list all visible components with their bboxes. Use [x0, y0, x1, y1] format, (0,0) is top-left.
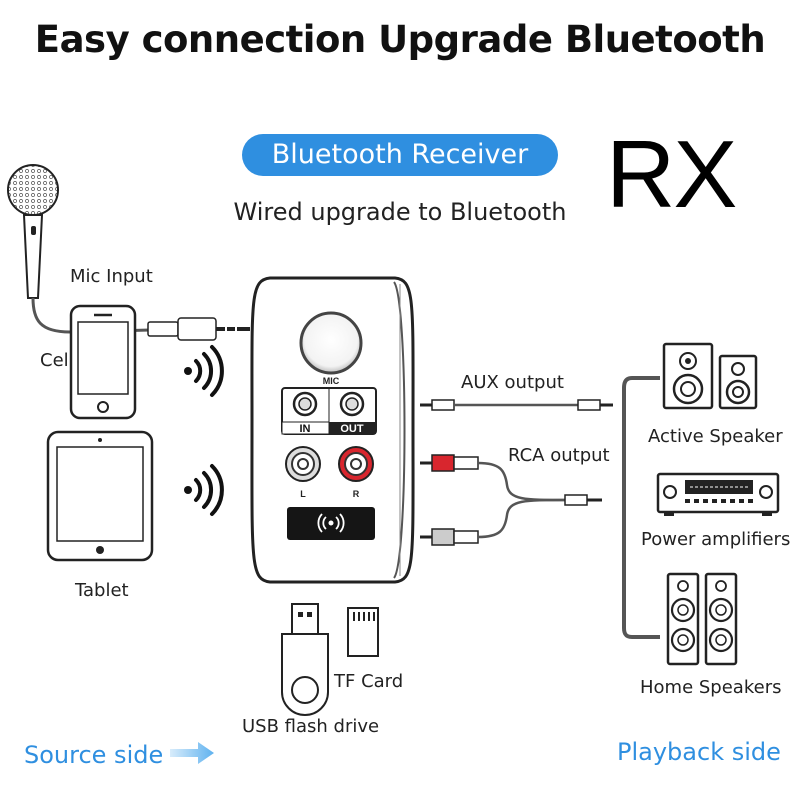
tablet-icon	[46, 430, 154, 562]
rca-jack-panel: L R	[285, 446, 374, 499]
home-speakers-label: Home Speakers	[640, 677, 782, 698]
power-amplifier-icon	[656, 472, 780, 516]
right-channel-label: R	[353, 489, 360, 499]
usb-flash-drive-label: USB flash drive	[242, 716, 380, 737]
out-jack-label: OUT	[340, 423, 364, 435]
aux-cable-icon	[420, 399, 613, 411]
mic-input-label: Mic Input	[70, 266, 153, 287]
mic-knob-label: MIC	[323, 376, 340, 386]
mic-jack-cable-icon	[147, 317, 250, 341]
source-side-label: Source side	[24, 741, 164, 769]
tf-card-icon	[347, 607, 379, 657]
left-channel-label: L	[300, 489, 306, 499]
in-jack-label: IN	[300, 423, 311, 435]
pairing-button-icon	[287, 507, 375, 540]
active-speaker-label: Active Speaker	[648, 426, 783, 447]
home-speakers-icon	[666, 572, 738, 666]
bluetooth-receiver-badge: Bluetooth Receiver	[242, 134, 558, 176]
power-amplifiers-label: Power amplifiers	[641, 529, 791, 550]
aux-output-label: AUX output	[461, 372, 564, 393]
usb-flash-drive-icon	[281, 603, 329, 716]
tf-card-label: TF Card	[334, 671, 404, 692]
in-out-jack-panel: IN OUT	[281, 387, 377, 435]
subtitle: Wired upgrade to Bluetooth	[233, 198, 567, 226]
playback-bracket	[622, 376, 660, 639]
tablet-label: Tablet	[75, 580, 129, 601]
active-speaker-icon	[662, 342, 758, 410]
rca-output-label: RCA output	[508, 445, 610, 466]
wireless-signal-icon	[184, 464, 224, 516]
arrow-right-icon	[170, 742, 214, 764]
wireless-signal-icon	[184, 345, 224, 397]
rca-cable-icon	[420, 454, 602, 546]
playback-side-label: Playback side	[617, 738, 781, 766]
headline: Easy connection Upgrade Bluetooth	[34, 18, 766, 61]
cell-phone-icon	[69, 304, 137, 420]
mode-label: RX	[606, 121, 737, 228]
